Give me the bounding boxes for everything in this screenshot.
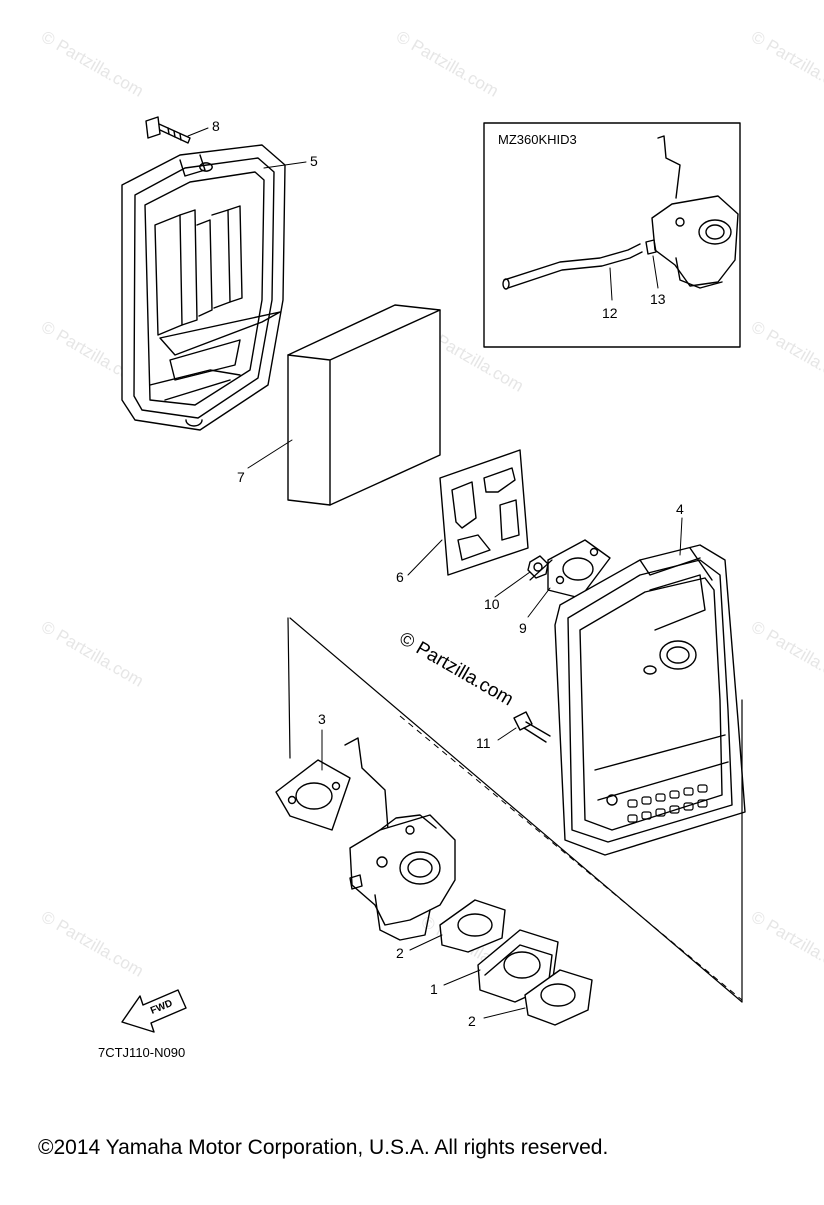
callout-3: 3 (318, 711, 326, 727)
nut-part-10 (527, 555, 549, 579)
callout-1: 1 (430, 981, 438, 997)
callout-2-upper: 2 (396, 945, 404, 961)
gasket-part-2-upper (439, 899, 506, 953)
callout-8: 8 (212, 118, 220, 134)
bolt-part-11 (513, 711, 551, 743)
watermark: © Partzilla.com (748, 617, 824, 691)
watermark: © Partzilla.com (748, 317, 824, 391)
diagram-code: 7CTJ110-N090 (98, 1045, 185, 1060)
gasket-part-3 (275, 759, 351, 831)
watermark: © Partzilla.com (38, 907, 147, 981)
bolt-part-8 (145, 116, 191, 144)
callout-11: 11 (476, 735, 491, 751)
callout-7: 7 (237, 469, 245, 485)
callout-2-lower: 2 (468, 1013, 476, 1029)
callout-labels: 8 5 7 6 10 9 4 11 3 2 1 2 12 13 (212, 118, 684, 1029)
callout-5: 5 (310, 153, 318, 169)
copyright-notice: ©2014 Yamaha Motor Corporation, U.S.A. A… (38, 1136, 609, 1159)
callout-6: 6 (396, 569, 404, 585)
air-cleaner-cover-part-5 (121, 144, 286, 431)
watermark: © Partzilla.com (38, 617, 147, 691)
callout-4: 4 (676, 501, 684, 517)
watermark: © Partzilla.com (748, 27, 824, 101)
carburetor (344, 737, 456, 941)
air-cleaner-case-part-4 (554, 544, 746, 856)
filter-element-part-7 (287, 304, 441, 506)
watermark: © Partzilla.com (393, 27, 502, 101)
watermark: © Partzilla.com (38, 27, 147, 101)
callout-9: 9 (519, 620, 527, 636)
leader-lines (187, 127, 683, 1019)
center-watermark: © Partzilla.com (396, 628, 517, 710)
callout-10: 10 (484, 596, 500, 612)
gasket-part-6 (439, 449, 529, 576)
callout-12: 12 (602, 305, 618, 321)
watermark: © Partzilla.com (748, 907, 824, 981)
inset-title: MZ360KHID3 (498, 132, 577, 147)
callout-13: 13 (650, 291, 666, 307)
gasket-part-9 (547, 539, 611, 599)
fwd-arrow-icon: FWD (121, 989, 187, 1033)
inset-box (483, 122, 741, 348)
gasket-part-2-lower (524, 969, 593, 1026)
